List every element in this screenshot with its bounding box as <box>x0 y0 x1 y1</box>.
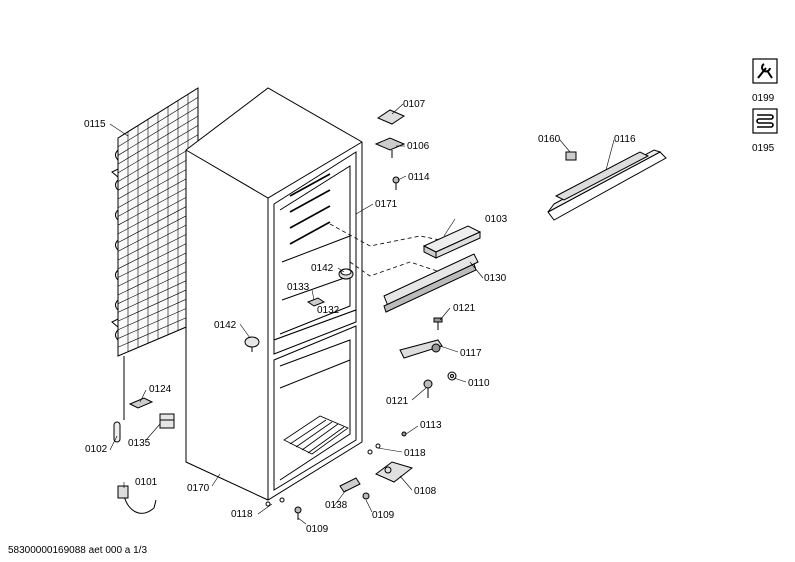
relay-0135 <box>159 413 175 429</box>
callout-0121-upper: 0121 <box>453 303 476 314</box>
foot-0118-left <box>265 497 285 507</box>
callout-0113: 0113 <box>420 420 442 431</box>
side-label-0195: 0195 <box>752 143 775 154</box>
hinge-bracket-0106 <box>374 137 406 158</box>
switch-0160 <box>565 151 577 161</box>
condenser-coil <box>111 87 199 420</box>
side-icon-0199: 0199 <box>752 58 778 104</box>
callout-0110: 0110 <box>468 378 490 389</box>
callout-0118-right: 0118 <box>404 448 426 459</box>
bottom-hinge-0108 <box>375 461 414 483</box>
callout-0106: 0106 <box>407 141 430 152</box>
side-label-0199: 0199 <box>752 93 775 104</box>
knob-0142-lower <box>244 336 260 352</box>
callout-0130: 0130 <box>484 273 507 284</box>
callout-0101: 0101 <box>135 477 158 488</box>
callout-0133: 0133 <box>287 282 310 293</box>
washer-0110 <box>447 371 457 381</box>
callout-0116: 0116 <box>614 134 636 145</box>
part-0124 <box>128 397 154 409</box>
callout-0118-left: 0118 <box>231 509 253 520</box>
callout-0132: 0132 <box>317 305 340 316</box>
handle-cover-0107 <box>376 109 406 125</box>
callout-0107: 0107 <box>403 99 426 110</box>
callout-0138: 0138 <box>325 500 348 511</box>
callout-0114: 0114 <box>408 172 430 183</box>
callout-0124: 0124 <box>149 384 172 395</box>
callout-0108: 0108 <box>414 486 437 497</box>
screw-0114 <box>392 176 400 190</box>
callout-0142-upper: 0142 <box>311 263 334 274</box>
callout-0109-left: 0109 <box>306 524 329 535</box>
filter-dryer-0102 <box>113 421 121 443</box>
document-footer: 58300000169088 aet 000 a 1/3 <box>8 545 148 556</box>
callout-0121-lower: 0121 <box>386 396 409 407</box>
callout-0103: 0103 <box>485 214 508 225</box>
light-box-0103 <box>422 225 482 259</box>
screw-0121-upper <box>433 317 443 330</box>
sensor-0132 <box>306 297 326 307</box>
callout-0117: 0117 <box>460 348 482 359</box>
screw-0113 <box>401 431 407 437</box>
cabinet-body <box>185 87 441 501</box>
foot-0118-right <box>367 443 381 455</box>
side-icon-0195: 0195 <box>752 108 778 154</box>
power-cord-0101 <box>117 485 157 514</box>
callout-0171: 0171 <box>375 199 398 210</box>
tools-icon <box>752 58 778 84</box>
screw-0121-lower <box>423 379 433 398</box>
callout-0170: 0170 <box>187 483 210 494</box>
screw-0109-left <box>294 506 302 520</box>
callout-0109-right: 0109 <box>372 510 395 521</box>
callout-0160: 0160 <box>538 134 561 145</box>
callout-0135: 0135 <box>128 438 151 449</box>
screw-0109-right <box>362 492 370 500</box>
knob-0142-upper <box>338 268 354 280</box>
callout-0115: 0115 <box>84 119 106 130</box>
refrigerant-coil-icon <box>752 108 778 134</box>
callout-0102: 0102 <box>85 444 108 455</box>
hinge-rail-0130 <box>383 253 479 313</box>
control-panel-0116 <box>547 149 667 221</box>
callout-0142-lower: 0142 <box>214 320 237 331</box>
hinge-bracket-0117 <box>399 339 443 359</box>
plate-0138 <box>339 477 361 493</box>
